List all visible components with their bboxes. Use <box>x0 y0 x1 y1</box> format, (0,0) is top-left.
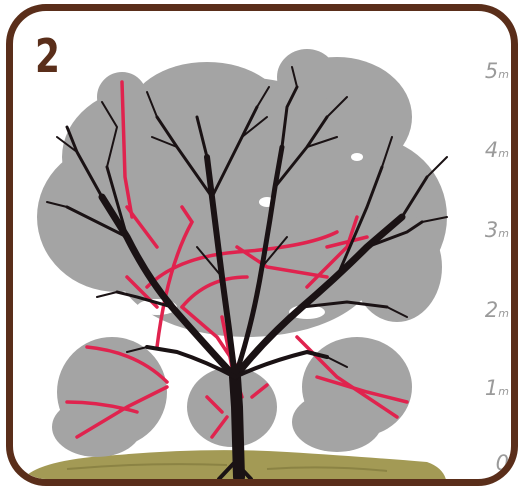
scale-label-5m: 5m <box>479 59 509 83</box>
scale-tick <box>513 246 518 248</box>
scale-tick <box>513 366 518 368</box>
scale-tick <box>513 326 518 328</box>
scale-tick <box>513 286 518 288</box>
pruned-tree-illustration <box>13 11 511 479</box>
scale-label-2m: 2m <box>479 298 509 322</box>
scale-tick <box>513 206 518 208</box>
illustration-frame: 2 5m 4m 3m 2m 1m 0 <box>6 4 518 486</box>
scale-tick <box>513 446 518 448</box>
scale-label-4m: 4m <box>479 138 509 162</box>
height-scale: 5m 4m 3m 2m 1m 0 <box>479 46 518 486</box>
scale-tick <box>513 406 518 408</box>
scale-tick <box>513 166 518 168</box>
scale-label-0: 0 <box>479 451 509 475</box>
scale-label-1m: 1m <box>479 376 509 400</box>
step-number: 2 <box>35 33 60 79</box>
scale-tick <box>513 86 518 88</box>
height-scale-bar <box>513 46 518 486</box>
scale-tick <box>513 126 518 128</box>
scale-label-3m: 3m <box>479 218 509 242</box>
